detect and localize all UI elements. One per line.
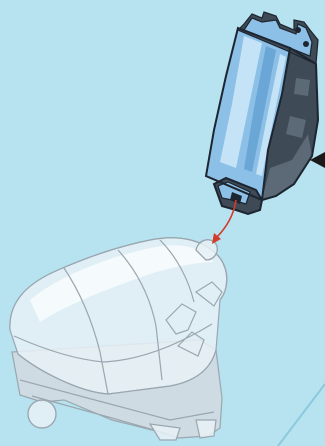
assembly-diagram bbox=[0, 0, 325, 446]
assembly-illustration bbox=[0, 0, 325, 446]
